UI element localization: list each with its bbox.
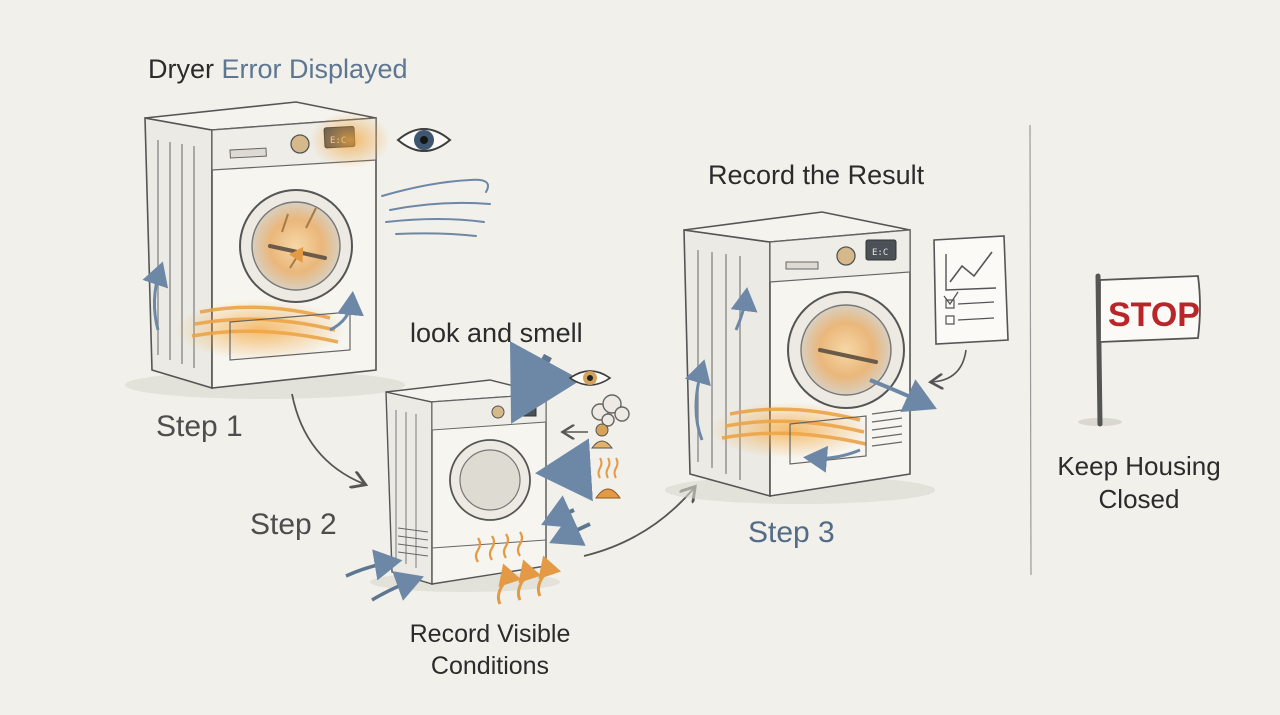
dryer-3: E:C <box>665 211 937 504</box>
record-visible-conditions-label: Record Visible Conditions <box>409 620 571 680</box>
title-prefix: Dryer <box>148 54 214 84</box>
title-accent: Error Displayed <box>221 54 408 84</box>
diagram-title: Dryer Error Displayed <box>148 54 408 85</box>
chart-clipboard-icon <box>933 235 1009 345</box>
look-and-smell-label: look and smell <box>410 318 583 348</box>
airflow-icon <box>381 178 491 237</box>
step-2-label: Step 2 <box>250 508 337 541</box>
stop-sign-text: STOP <box>1108 296 1200 334</box>
keep-housing-closed-label: Keep Housing Closed <box>1057 451 1221 514</box>
svg-text:E:C: E:C <box>872 248 888 258</box>
divider <box>1029 124 1032 576</box>
step-3-label: Step 3 <box>748 516 835 549</box>
eye-icon <box>396 128 452 152</box>
smoke-icon <box>591 394 630 427</box>
step-1-label: Step 1 <box>156 410 243 443</box>
dryer-2 <box>345 341 593 605</box>
record-result-label: Record the Result <box>708 160 925 190</box>
person-icon <box>591 423 613 449</box>
eye-icon <box>568 370 612 386</box>
stop-flag-icon: STOP <box>1078 273 1201 427</box>
heat-waves-icon <box>595 457 621 499</box>
dryer-1: E:C <box>125 101 405 399</box>
